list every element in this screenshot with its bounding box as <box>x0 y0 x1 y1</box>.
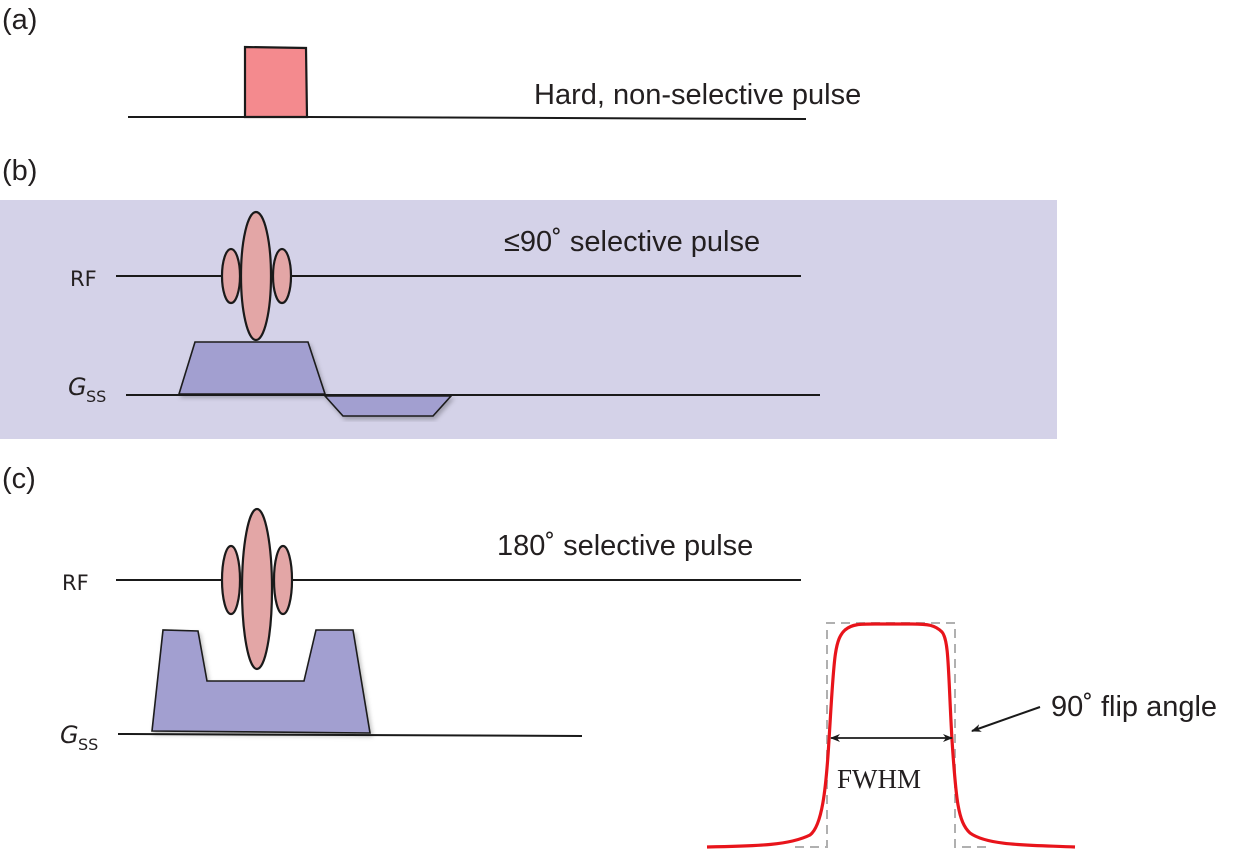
panel-c: (c) 180˚ selective pulse RF G SS <box>2 463 801 754</box>
panel-c-sinc-rf-pulse <box>220 507 294 671</box>
gss-label-subscript: SS <box>86 387 106 406</box>
panel-c-gss-line <box>117 733 583 737</box>
flip-angle-pointer-arrow <box>971 706 1041 732</box>
hard-pulse-baseline-right <box>306 116 807 120</box>
panel-b-highlight-background <box>0 200 1057 439</box>
rf-side-lobe-right <box>271 247 293 305</box>
rf-main-lobe <box>240 507 274 671</box>
fwhm-label: FWHM <box>837 764 921 794</box>
flip-angle-annotation: 90˚ flip angle <box>1051 691 1217 723</box>
hard-pulse-block <box>243 45 309 119</box>
gss-label-subscript: SS <box>78 735 98 754</box>
panel-a: (a) Hard, non-selective pulse <box>2 4 861 120</box>
rf-main-lobe <box>239 210 273 342</box>
panel-b: (b) ≤90˚ selective pulse RF G SS <box>0 155 1057 439</box>
panel-c-label: (c) <box>2 463 36 495</box>
panel-a-label: (a) <box>2 4 37 36</box>
panel-b-sinc-rf-pulse <box>220 210 293 342</box>
panel-b-gss-label: G SS <box>68 373 106 406</box>
panel-b-label: (b) <box>2 155 37 187</box>
actual-slice-profile-curve <box>706 622 1076 849</box>
panel-c-gss-label: G SS <box>60 721 98 754</box>
gss-label-main: G <box>60 721 79 749</box>
panel-c-rf-label: RF <box>62 571 89 595</box>
panel-c-title: 180˚ selective pulse <box>497 530 753 562</box>
gss-label-main: G <box>68 373 87 401</box>
slice-select-gradient-with-crushers <box>151 629 371 734</box>
panel-a-title: Hard, non-selective pulse <box>534 79 861 111</box>
panel-b-title: ≤90˚ selective pulse <box>504 226 760 258</box>
rf-side-lobe-left <box>220 544 242 616</box>
rephasing-gradient-lobe <box>323 395 453 417</box>
slice-select-gradient-lobe <box>177 341 327 395</box>
rf-side-lobe-left <box>220 247 242 305</box>
slice-profile: FWHM 90˚ flip angle <box>706 622 1217 849</box>
panel-b-rf-label: RF <box>70 267 97 291</box>
rf-side-lobe-right <box>272 544 294 616</box>
